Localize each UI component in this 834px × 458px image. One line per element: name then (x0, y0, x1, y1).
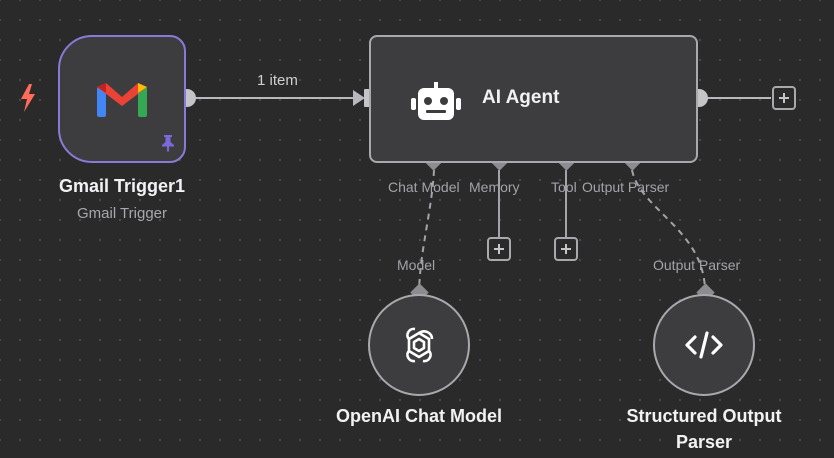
plus-icon (494, 244, 504, 254)
add-memory-button[interactable] (487, 237, 511, 261)
add-next-node-button[interactable] (772, 86, 796, 110)
plus-icon (561, 244, 571, 254)
openai-chat-model-title: OpenAI Chat Model (336, 406, 502, 426)
output-parser-port-label: Output Parser (582, 179, 670, 195)
connection-arrowhead (353, 90, 365, 106)
structured-output-parser-title-line2: Parser (675, 432, 733, 452)
ai-agent-title: AI Agent (482, 87, 560, 108)
pin-icon[interactable] (160, 134, 176, 152)
plus-icon (779, 93, 789, 103)
tool-port-label: Tool (551, 179, 577, 195)
ai-agent-node[interactable] (369, 35, 698, 163)
connection-item-count: 1 item (257, 72, 298, 89)
gmail-trigger-node[interactable] (58, 35, 186, 163)
openai-icon (399, 325, 439, 365)
gmail-trigger-subtitle: Gmail Trigger (76, 205, 168, 222)
robot-icon (409, 82, 463, 122)
model-port-label: Model (397, 257, 436, 273)
openai-chat-model-node[interactable] (368, 294, 470, 396)
lightning-icon (19, 84, 37, 112)
structured-output-parser-node[interactable] (653, 294, 755, 396)
memory-port-label: Memory (469, 179, 520, 195)
chat-model-port-label: Chat Model (388, 179, 460, 195)
gmail-trigger-title: Gmail Trigger1 (58, 176, 186, 196)
parser-port-label: Output Parser (653, 257, 741, 273)
structured-output-parser-title-line1: Structured Output (626, 406, 782, 426)
code-icon (684, 330, 724, 360)
output-parser-connection[interactable] (631, 169, 706, 293)
add-tool-button[interactable] (554, 237, 578, 261)
chat-model-connection[interactable] (418, 169, 435, 293)
gmail-icon (95, 79, 149, 119)
